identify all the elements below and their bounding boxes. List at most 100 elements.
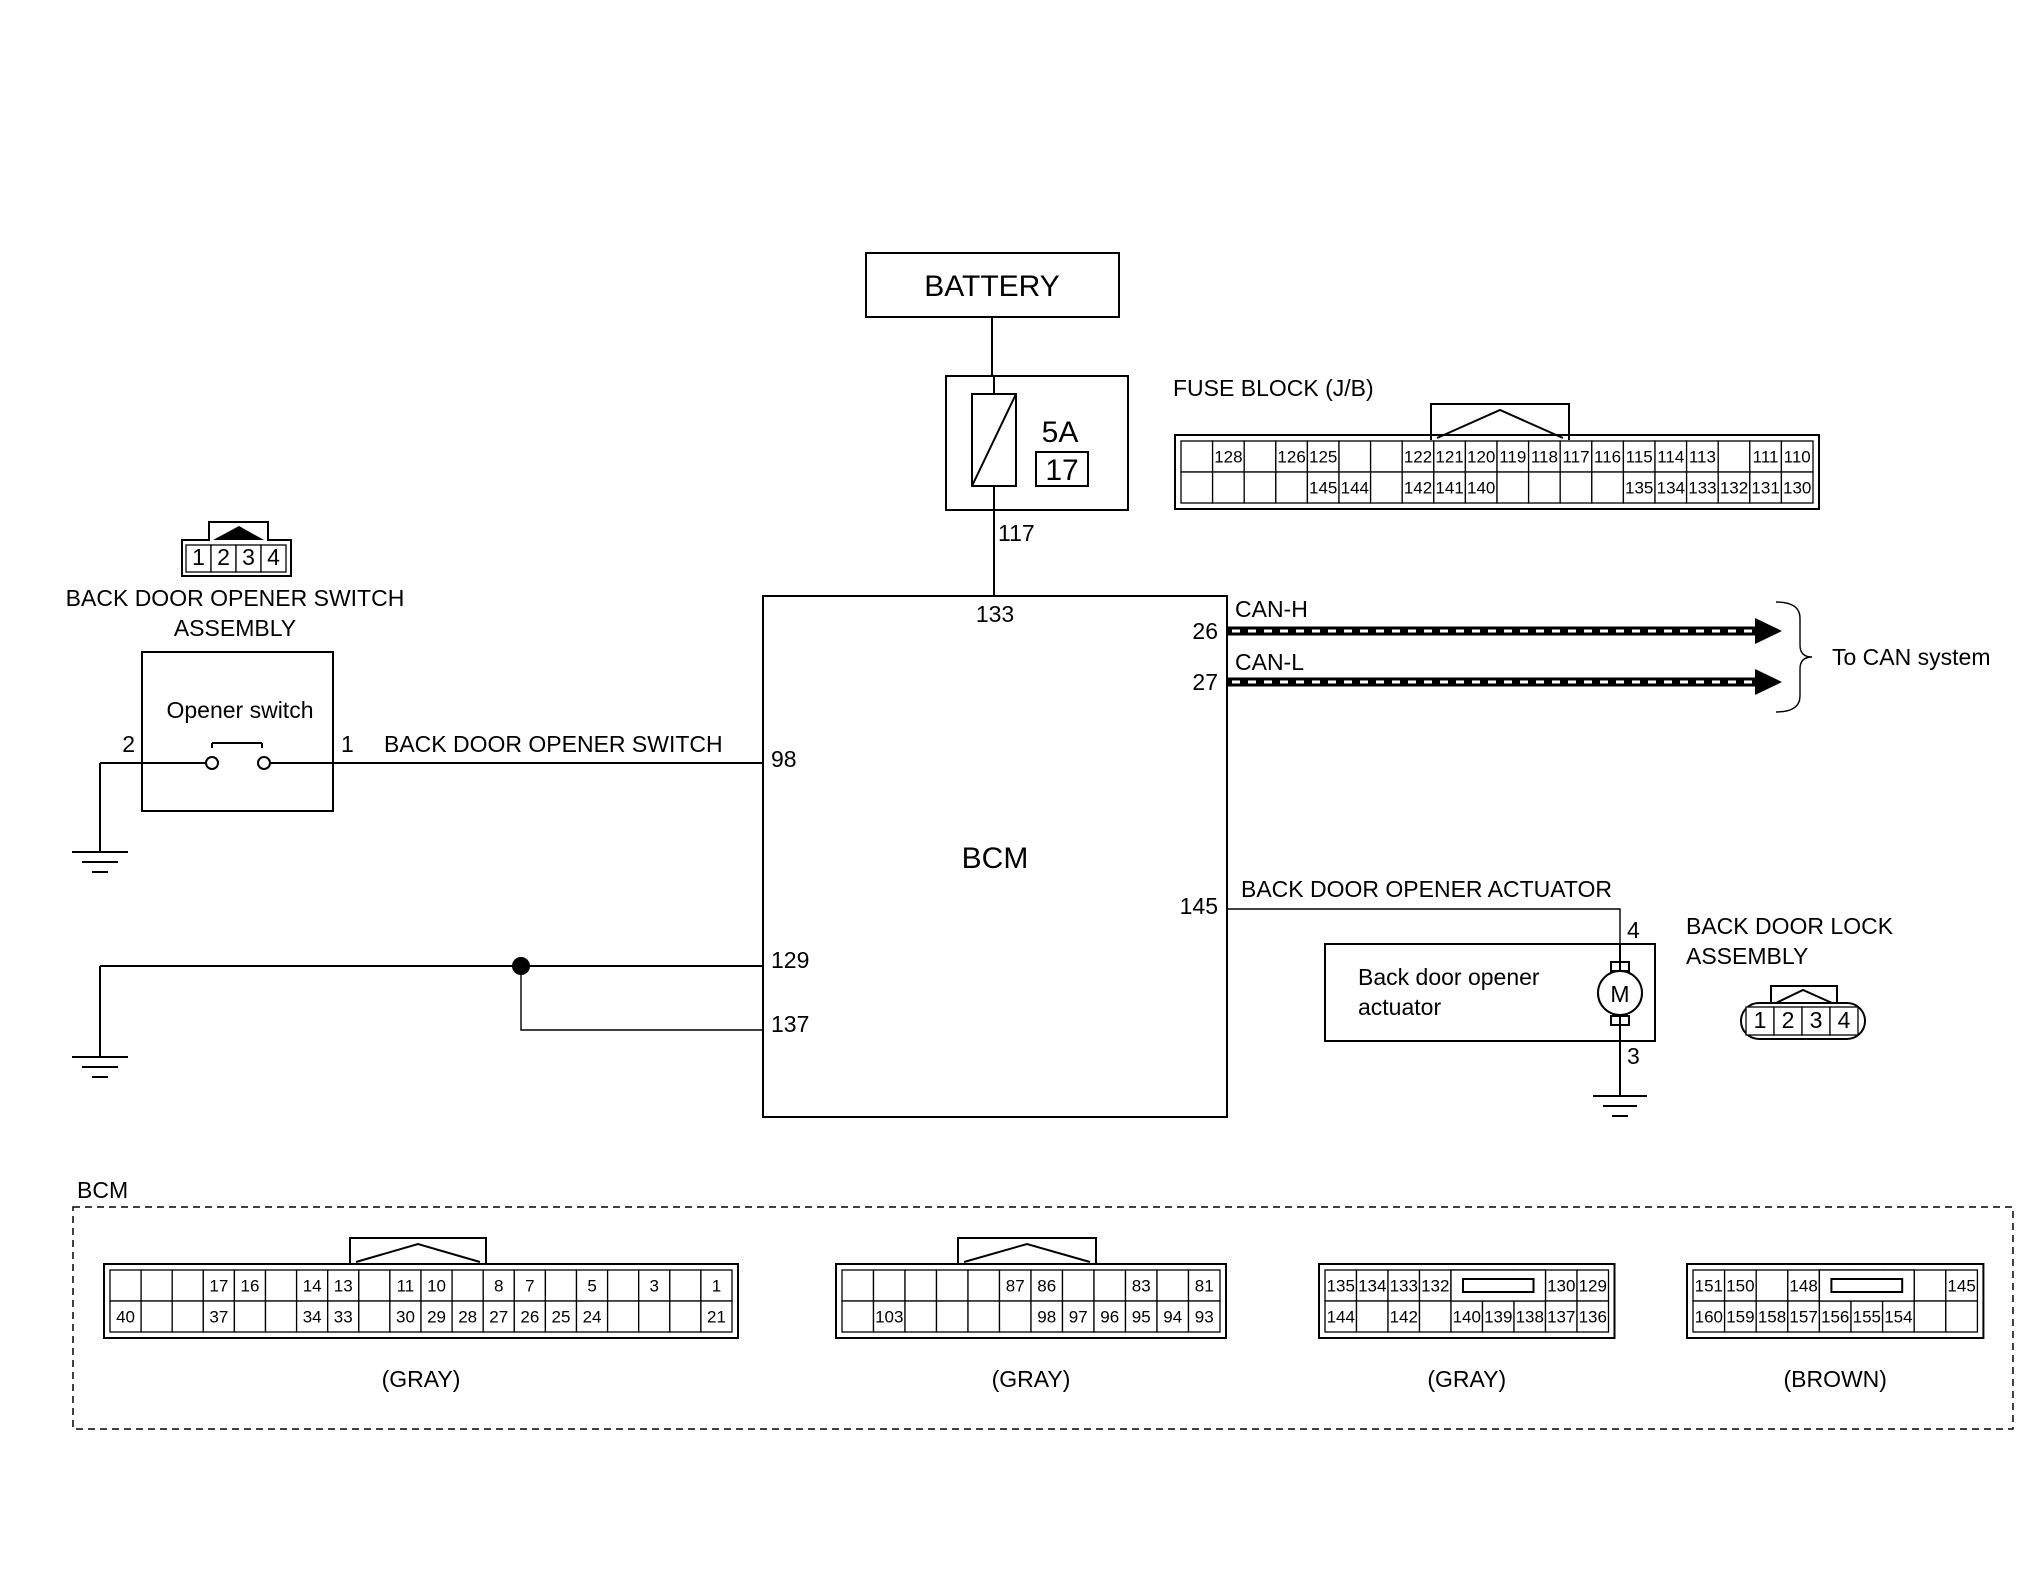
bcm-connectors-title: BCM: [77, 1177, 128, 1203]
bcm-connector-color: (GRAY): [992, 1366, 1071, 1392]
connector-pin: 86: [1037, 1277, 1056, 1296]
connector-pin: 129: [1579, 1277, 1607, 1296]
connector-pin: 151: [1695, 1277, 1723, 1296]
lock-connector-pin: 2: [1782, 1007, 1795, 1033]
connector-pin: 27: [489, 1308, 508, 1327]
connector-pin: 150: [1726, 1277, 1754, 1296]
bcm-pin-ground2: 137: [771, 1011, 809, 1037]
bcm-ground-wiring: [72, 957, 763, 1078]
connector-pin: 119: [1499, 448, 1526, 467]
bcm-connector-color: (GRAY): [1427, 1366, 1506, 1392]
connector-key-icon: [957, 1237, 1097, 1264]
motor-label: M: [1610, 981, 1629, 1007]
switch-connector-pin: 4: [267, 544, 280, 570]
switch-assembly-title-2: ASSEMBLY: [174, 615, 296, 641]
connector-pin: 37: [209, 1308, 228, 1327]
connector-pin: 141: [1435, 479, 1463, 498]
actuator-pin-bottom: 3: [1627, 1043, 1640, 1069]
connector-pin: 126: [1277, 448, 1305, 467]
connector-key-icon: [349, 1237, 487, 1264]
connector-pin: 118: [1531, 448, 1558, 467]
connector-pin: 144: [1341, 479, 1369, 498]
bcm-module: BCM 133 26 27 98 145 129 137: [762, 595, 1228, 1118]
connector-pin: 148: [1789, 1277, 1817, 1296]
lock-assembly-title-2: ASSEMBLY: [1686, 943, 1808, 969]
connector-pin: 158: [1758, 1308, 1786, 1327]
bcm-pin-can-l: 27: [1192, 669, 1218, 695]
connector-pin: 16: [240, 1277, 259, 1296]
connector-pin: 113: [1689, 448, 1716, 467]
connector-pin: 134: [1657, 479, 1685, 498]
connector-pin: 121: [1435, 448, 1463, 467]
fuse-block-title: FUSE BLOCK (J/B): [1173, 375, 1374, 401]
can-l-arrow-icon: [1755, 669, 1782, 695]
connector-pin: 10: [427, 1277, 446, 1296]
fuse-rating: 5A: [1042, 416, 1079, 449]
connector-pin: 138: [1516, 1308, 1544, 1327]
ground-icon: [1593, 1095, 1647, 1117]
actuator-pin-top: 4: [1627, 917, 1640, 943]
switch-pin-right: 1: [341, 731, 354, 757]
connector-pin: 28: [458, 1308, 477, 1327]
can-h-label: CAN-H: [1235, 596, 1308, 622]
connector-pin: 97: [1069, 1308, 1088, 1327]
connector-pin: 94: [1163, 1308, 1182, 1327]
bcm-connectors-frame: [72, 1206, 2014, 1430]
connector-pin: 145: [1309, 479, 1337, 498]
motor-icon: M: [1597, 961, 1643, 1026]
bcm-pin-ground1: 129: [771, 947, 809, 973]
bcm-connector-color: (BROWN): [1783, 1366, 1886, 1392]
connector-pin: 87: [1006, 1277, 1025, 1296]
bcm-label: BCM: [962, 842, 1029, 875]
connector-pin: 40: [116, 1308, 135, 1327]
connector-pin: 7: [525, 1277, 534, 1296]
battery-label: BATTERY: [924, 270, 1060, 303]
connector-pin: 157: [1789, 1308, 1817, 1327]
connector-pin: 17: [209, 1277, 228, 1296]
fuse-number-box: [1035, 451, 1089, 487]
connector-pin: 93: [1195, 1308, 1214, 1327]
connector-pin: 130: [1783, 479, 1811, 498]
lock-assembly: BACK DOOR OPENER ACTUATOR 4 Back door op…: [1228, 876, 1894, 1117]
connector-pin: 34: [303, 1308, 322, 1327]
connector-pin: 117: [1562, 448, 1589, 467]
actuator-label-2: actuator: [1358, 994, 1441, 1020]
connector-pin: 131: [1751, 479, 1779, 498]
connector-pin: 140: [1453, 1308, 1481, 1327]
connector-pin: 103: [875, 1308, 903, 1327]
actuator-signal-label: BACK DOOR OPENER ACTUATOR: [1241, 876, 1612, 902]
fuse-output-pin: 117: [998, 520, 1035, 546]
fuse-number: 17: [1045, 454, 1078, 487]
connector-pin: 134: [1358, 1277, 1386, 1296]
switch-connector-pin: 1: [192, 544, 205, 570]
lock-connector-pin: 4: [1838, 1007, 1851, 1033]
connector-pin: 136: [1579, 1308, 1607, 1327]
connector-pin: 140: [1467, 479, 1495, 498]
connector-pin: 145: [1947, 1277, 1975, 1296]
bcm-pin-actuator: 145: [1180, 893, 1218, 919]
switch-connector-pin: 3: [242, 544, 255, 570]
connector-pin: 144: [1327, 1308, 1355, 1327]
connector-pin: 1: [712, 1277, 721, 1296]
bcm-pin-top: 133: [976, 601, 1014, 627]
switch-connector-pin: 2: [217, 544, 230, 570]
bcm-connector-color: (GRAY): [382, 1366, 461, 1392]
connector-pin: 155: [1853, 1308, 1881, 1327]
connector-pin: 3: [650, 1277, 659, 1296]
connector-pin: 24: [583, 1308, 602, 1327]
bcm-pin-can-h: 26: [1192, 618, 1218, 644]
connector-pin: 30: [396, 1308, 415, 1327]
connector-pin: 26: [520, 1308, 539, 1327]
can-h-arrow-icon: [1755, 618, 1782, 644]
connector-slot-icon: [1462, 1278, 1535, 1293]
connector-pin: 135: [1625, 479, 1653, 498]
connector-pin: 95: [1132, 1308, 1151, 1327]
switch-assembly-title-1: BACK DOOR OPENER SWITCH: [66, 585, 405, 611]
connector-pin: 159: [1726, 1308, 1754, 1327]
